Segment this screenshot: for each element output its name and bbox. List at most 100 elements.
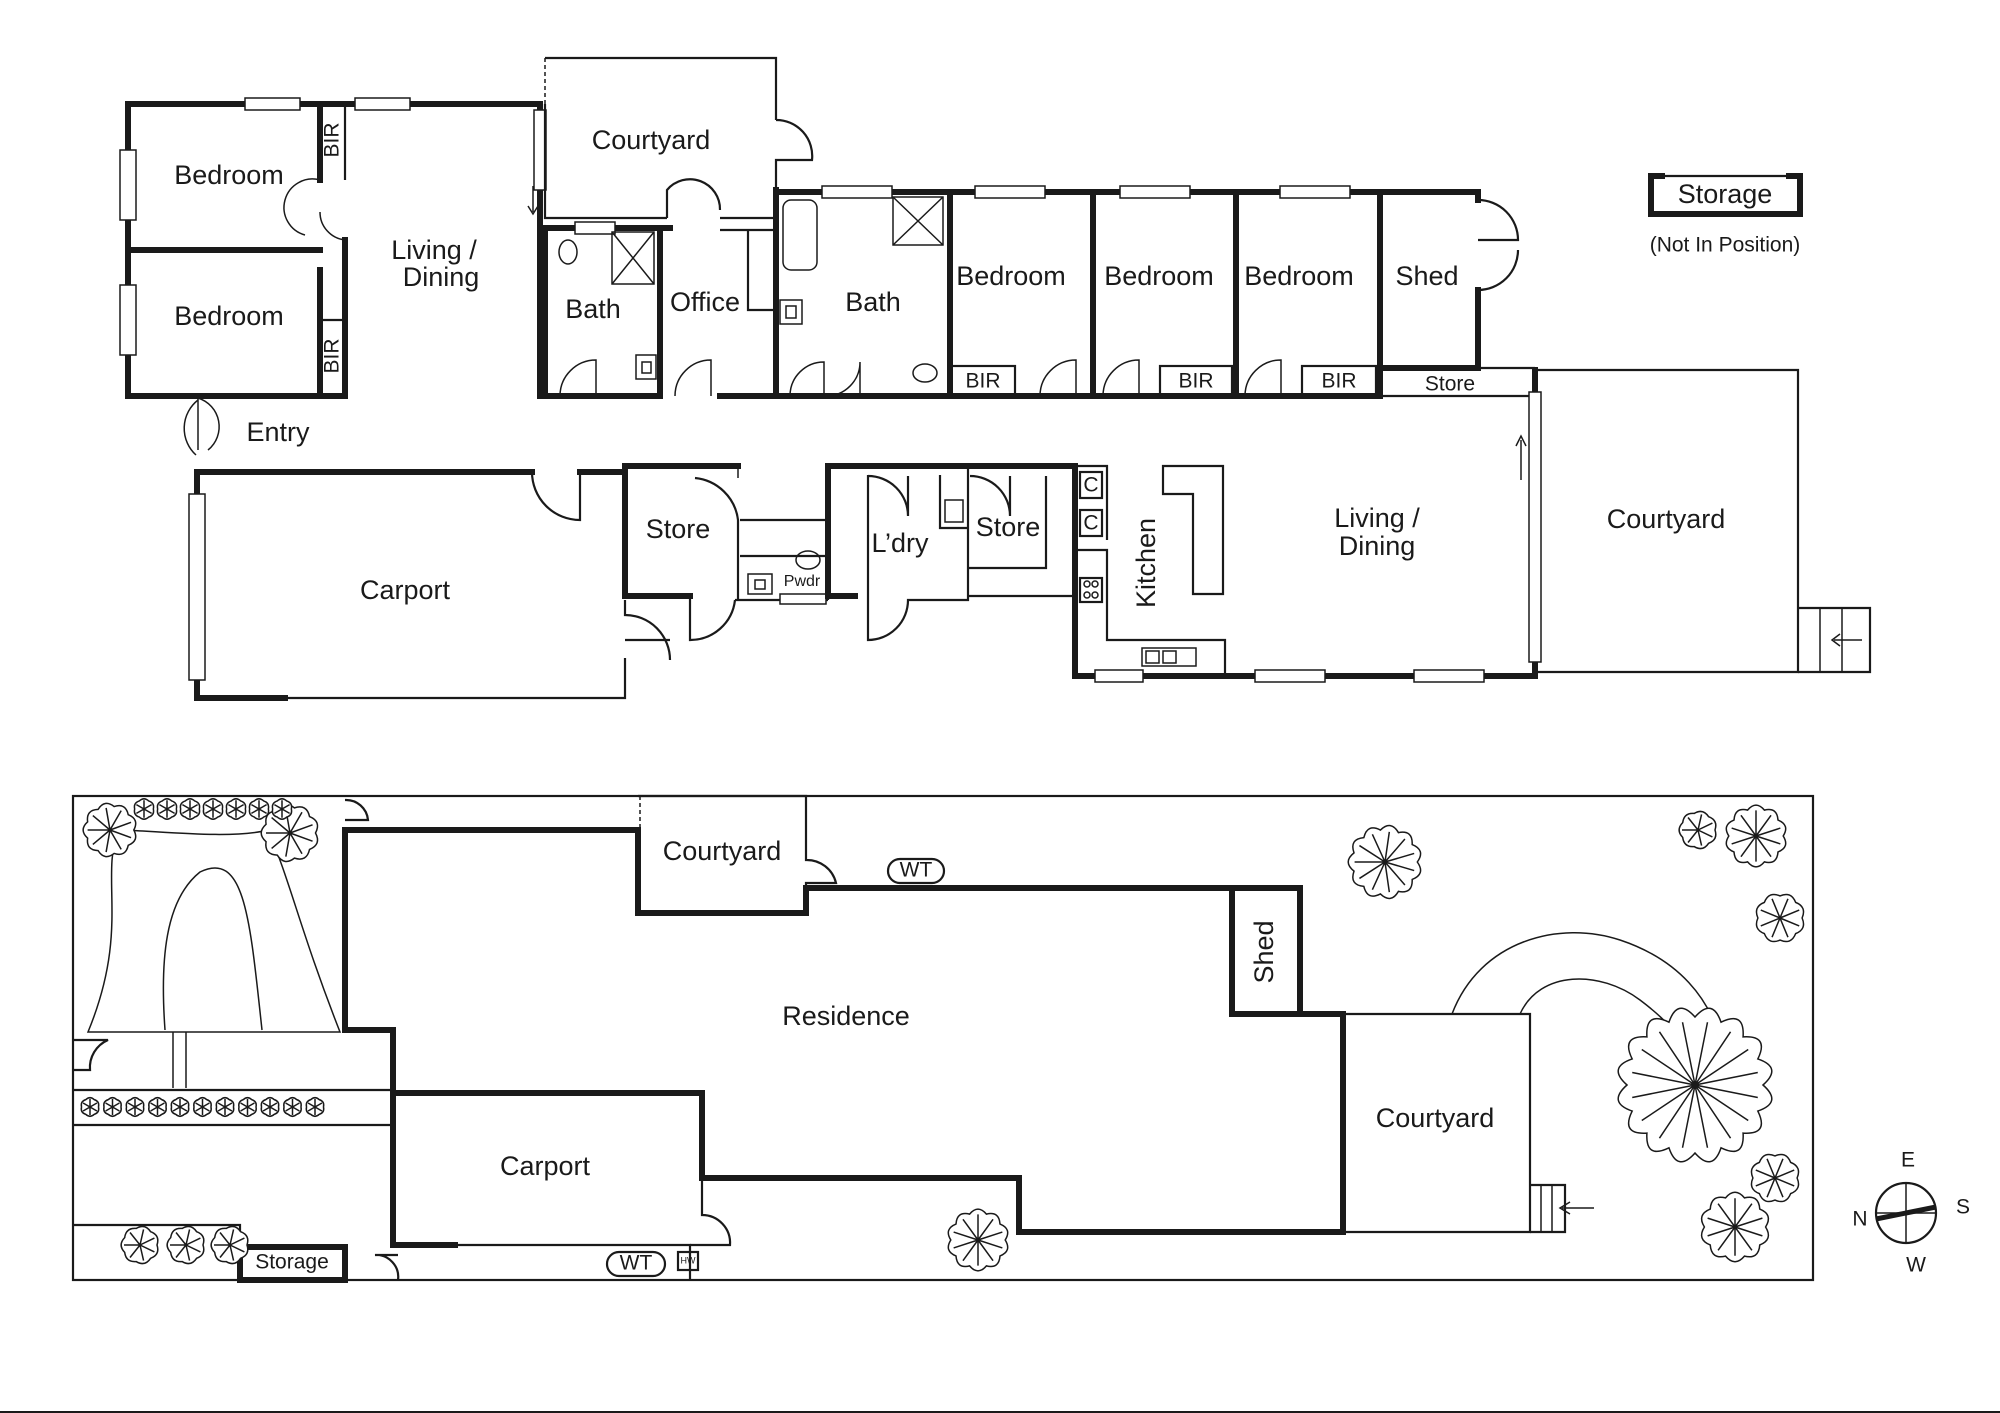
tree-icon — [1750, 1153, 1800, 1203]
bedroom-2-label: Bedroom — [174, 301, 284, 331]
shed-label: Shed — [1395, 261, 1458, 291]
office-label: Office — [670, 287, 740, 317]
storage-legend-label: Storage — [1678, 179, 1773, 209]
water-tank-2 — [605, 1250, 667, 1278]
window — [188, 493, 206, 681]
window — [119, 149, 137, 221]
tree-icon — [1755, 893, 1805, 943]
tree-icon — [193, 1096, 212, 1118]
shower — [892, 196, 944, 246]
cupboard-2-label: C — [1083, 512, 1098, 535]
site-courtyard-north-label: Courtyard — [663, 836, 782, 866]
tree-icon — [82, 802, 137, 858]
compass-south: S — [1956, 1196, 1970, 1219]
tree-icon — [170, 1096, 190, 1118]
tree-icon — [166, 1225, 205, 1265]
window — [119, 284, 137, 356]
window — [574, 221, 616, 235]
living-dining-1-line1: Living / — [391, 235, 477, 265]
tree-icon — [202, 798, 224, 820]
store-east-label: Store — [1425, 373, 1475, 396]
hot-water-unit — [676, 1250, 700, 1272]
tree-icon — [1347, 824, 1422, 900]
entry-label: Entry — [246, 417, 310, 447]
tree-icon — [1678, 810, 1717, 850]
bedroom-5-label: Bedroom — [1244, 261, 1354, 291]
bir-2-label: BIR — [321, 338, 344, 373]
tree-icon — [133, 798, 155, 820]
tree-icon — [1700, 1191, 1770, 1263]
water-tank-2-label: WT — [620, 1252, 653, 1275]
window — [1119, 185, 1191, 199]
bath-1-label: Bath — [565, 294, 621, 324]
window — [354, 97, 411, 111]
site-storage-label: Storage — [255, 1251, 329, 1274]
sliding-door — [1528, 391, 1542, 663]
cooktop — [1078, 576, 1104, 604]
compass: N E S W — [1852, 1149, 1970, 1277]
window — [821, 185, 893, 199]
courtyard-south-label: Courtyard — [1607, 504, 1726, 534]
toilet — [558, 239, 578, 265]
tree-icon — [271, 798, 293, 820]
bathtub — [782, 199, 818, 271]
store-1-label: Store — [646, 514, 711, 544]
carport-label: Carport — [360, 575, 451, 605]
bir-5-label: BIR — [1321, 370, 1356, 393]
compass-west: W — [1906, 1254, 1926, 1277]
bedroom-3-label: Bedroom — [956, 261, 1066, 291]
bedroom-1-label: Bedroom — [174, 160, 284, 190]
living-dining-2-line2: Dining — [1339, 531, 1416, 561]
cupboard-1-label: C — [1083, 474, 1098, 497]
laundry-label: L’dry — [871, 528, 929, 558]
storage-legend: Storage (Not In Position) — [1648, 173, 1803, 257]
tree-icon — [179, 798, 201, 820]
window — [1279, 185, 1351, 199]
tree-icon — [260, 1096, 280, 1118]
hot-water-label: HW — [681, 1255, 696, 1265]
window — [1254, 669, 1326, 683]
pwdr-label: Pwdr — [784, 573, 821, 590]
site-storage — [237, 1244, 348, 1283]
tree-icon — [156, 798, 178, 820]
shower — [611, 231, 655, 285]
site-boundary — [71, 794, 1815, 1282]
bir-3-label: BIR — [965, 370, 1000, 393]
site-courtyard-south-label: Courtyard — [1376, 1103, 1495, 1133]
tree-icon — [210, 1225, 249, 1265]
kitchen-bench — [1161, 464, 1225, 596]
sink — [1141, 647, 1197, 667]
courtyard-north-label: Courtyard — [592, 125, 711, 155]
tree-icon — [120, 1225, 159, 1265]
residence-label: Residence — [782, 1001, 910, 1031]
water-tank-1-label: WT — [900, 859, 933, 882]
site-plan: WT WT HW Storage Courtyard Shed Residenc… — [71, 794, 1815, 1283]
toilet — [795, 550, 821, 570]
tree-icon — [238, 1096, 257, 1118]
tree-icon — [248, 798, 270, 820]
window — [244, 97, 301, 111]
bir-4-label: BIR — [1178, 370, 1213, 393]
tree-icon — [1617, 1007, 1773, 1163]
window — [974, 185, 1046, 199]
floor-plan: BIR BIR — [119, 56, 1872, 701]
bir-1-label: BIR — [321, 122, 344, 157]
bedroom-4-label: Bedroom — [1104, 261, 1214, 291]
kitchen-label: Kitchen — [1131, 518, 1161, 608]
site-carport-label: Carport — [500, 1151, 591, 1181]
window — [779, 593, 827, 605]
window — [1094, 669, 1144, 683]
storage-legend-note: (Not In Position) — [1650, 234, 1801, 257]
living-dining-1-line2: Dining — [403, 262, 480, 292]
tree-icon — [947, 1208, 1009, 1272]
window — [1413, 669, 1485, 683]
compass-north: N — [1852, 1208, 1867, 1231]
living-dining-2-line1: Living / — [1334, 503, 1420, 533]
tree-icon — [103, 1096, 122, 1118]
bath-2-label: Bath — [845, 287, 901, 317]
tree-icon — [80, 1096, 100, 1118]
site-trees — [80, 798, 1805, 1272]
water-tank-1 — [886, 857, 946, 885]
site-shed-label: Shed — [1249, 920, 1279, 983]
